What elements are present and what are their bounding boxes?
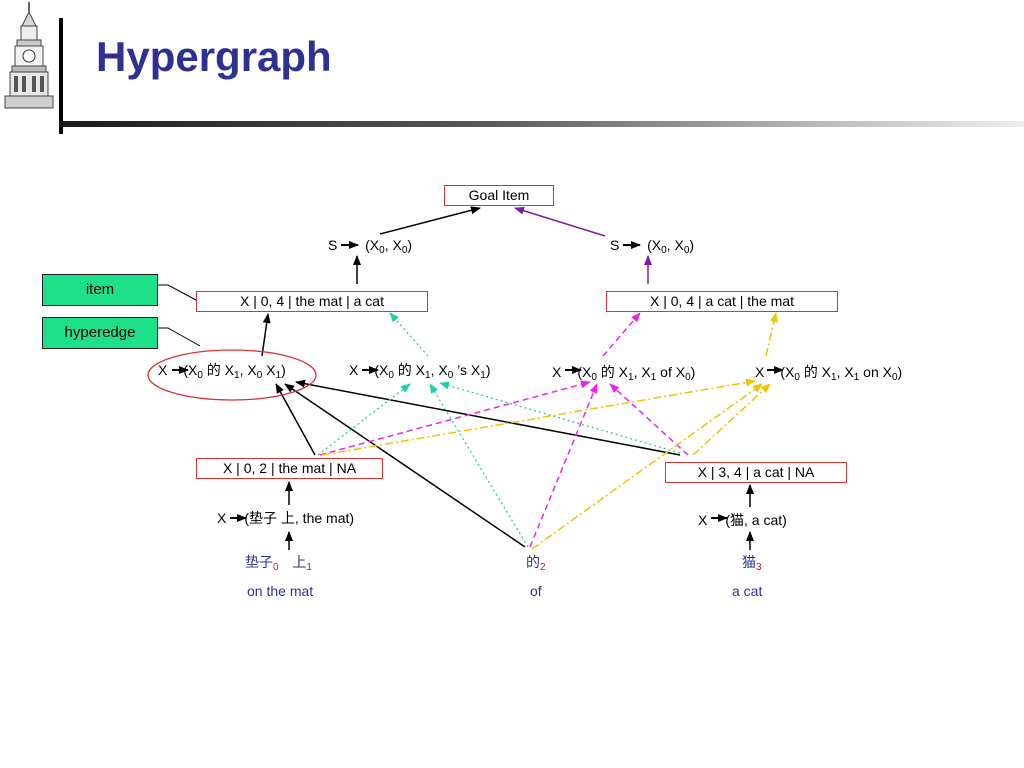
- rule-s-right: S (X0, X0): [610, 237, 695, 256]
- item-top-left: X | 0, 4 | the mat | a cat: [196, 291, 428, 312]
- legend-hyperedge-pointer: [158, 327, 201, 347]
- edge-r1-topleft: [261, 313, 271, 357]
- edge-of-r4: [531, 383, 763, 550]
- edge-midright-r1: [295, 379, 681, 456]
- rule-r4: X(X0 的 X1, X1 on X0): [755, 364, 903, 383]
- edge-midright-r3: [609, 383, 689, 456]
- source-words-left: 垫子0 上1: [245, 554, 312, 573]
- legend-item-pointer: [158, 284, 197, 301]
- hyperedge-highlight-ellipse: [147, 349, 317, 401]
- title-divider-horizontal: [59, 121, 1024, 127]
- rule-r1: X(X0 的 X1, X0 X1): [158, 362, 286, 381]
- rule-lex-left: X(垫子 上, the mat): [217, 510, 355, 526]
- legend-hyperedge: hyperedge: [42, 317, 158, 349]
- item-top-right: X | 0, 4 | a cat | the mat: [606, 291, 838, 312]
- rule-r2: X(X0 的 X1, X0 ’s X1): [349, 362, 491, 381]
- item-mid-left: X | 0, 2 | the mat | NA: [196, 458, 383, 479]
- gloss-left: on the mat: [247, 583, 314, 599]
- edge-r4-topright: [765, 312, 778, 357]
- rule-r3: X(X0 的 X1, X1 of X0): [552, 364, 696, 383]
- edge-midright-r2: [439, 381, 681, 454]
- edge-r2-topleft: [389, 312, 429, 357]
- edge-midright-r4: [692, 383, 771, 456]
- edge-r3-topright: [602, 312, 641, 357]
- gloss-right: a cat: [732, 583, 763, 599]
- rule-lex-right: X(猫, a cat): [698, 512, 787, 528]
- legend-item: item: [42, 274, 158, 306]
- clock-tower-logo: [4, 2, 54, 109]
- title-divider-vertical: [59, 18, 63, 134]
- edge-midleft-r2: [317, 383, 411, 456]
- source-word-mao: 猫3: [742, 554, 762, 573]
- item-mid-right: X | 3, 4 | a cat | NA: [665, 462, 847, 483]
- source-word-de: 的2: [526, 554, 546, 573]
- slide-title: Hypergraph: [96, 33, 332, 80]
- edge-sleft-goal: [379, 206, 481, 235]
- goal-item-box: Goal Item: [444, 185, 554, 206]
- gloss-mid: of: [530, 583, 542, 599]
- edge-of-r1: [284, 383, 526, 548]
- edge-midleft-r4: [321, 378, 756, 456]
- edge-of-r3: [529, 383, 598, 548]
- edge-midleft-r3: [319, 380, 591, 456]
- edge-sright-goal: [514, 206, 606, 237]
- edge-of-r2: [429, 383, 529, 548]
- edge-midleft-r1: [275, 383, 316, 456]
- rule-s-left: S (X0, X0): [328, 237, 413, 256]
